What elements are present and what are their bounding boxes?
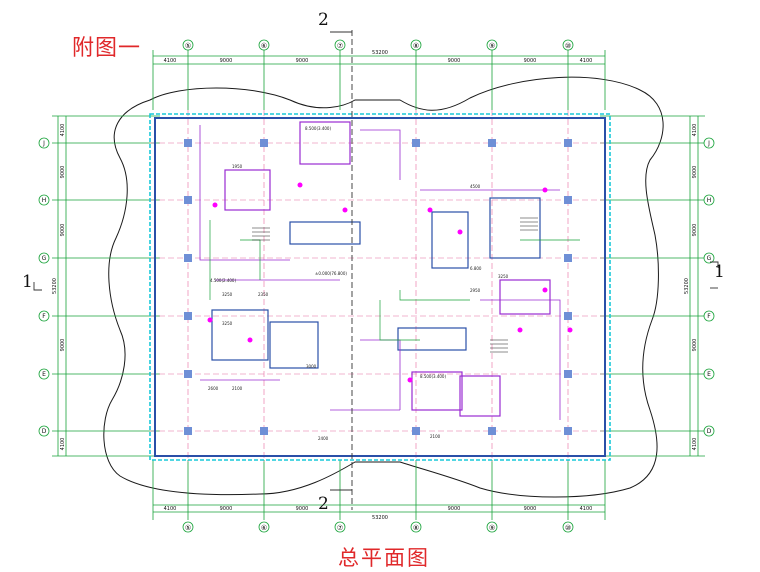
axis-grid — [150, 110, 610, 462]
grid-col-10-top: ⑩ — [565, 42, 571, 50]
grid-col-7-bottom: ⑦ — [337, 524, 343, 532]
green-annotation-lines — [209, 220, 580, 341]
section-mark-top: 2 — [318, 10, 329, 30]
grid-row-D-left: D — [42, 428, 47, 435]
dim-top-6: 4100 — [580, 58, 593, 64]
grid-col-7-top: ⑦ — [337, 42, 343, 50]
dim-left-2: 9000 — [60, 166, 66, 179]
dim-left-5: 4100 — [60, 438, 66, 451]
dim-bottom-1: 4100 — [164, 506, 177, 512]
dim-left-1: 4100 — [60, 124, 66, 137]
label-15: 2100 — [430, 434, 441, 439]
grid-col-9-bottom: ⑨ — [489, 524, 495, 532]
columns — [184, 139, 572, 435]
label-1: 8.500(3.400) — [305, 126, 331, 131]
grid-row-D-right: D — [707, 428, 712, 435]
dim-right-2: 9000 — [692, 166, 698, 179]
figure-label: 附图一 — [72, 36, 142, 61]
label-17: 3250 — [498, 274, 509, 279]
side-dimension-chains — [52, 115, 705, 457]
grid-row-F-right: F — [707, 313, 711, 320]
core-walls — [211, 121, 551, 417]
dim-bottom-2: 9000 — [220, 506, 233, 512]
dim-top-3: 9000 — [296, 58, 309, 64]
grid-row-J-left: J — [42, 140, 45, 147]
section-mark-bottom: 2 — [318, 494, 329, 514]
grid-col-6-top: ⑥ — [261, 42, 267, 50]
dim-right-5: 4100 — [692, 438, 698, 451]
grid-col-8-top: ⑧ — [413, 42, 419, 50]
partitions — [199, 125, 561, 420]
exterior-wall — [154, 117, 606, 457]
grid-row-F-left: F — [42, 313, 46, 320]
grid-row-E-left: E — [42, 371, 46, 378]
label-7: 2350 — [258, 292, 269, 297]
grid-col-10-bottom: ⑩ — [565, 524, 571, 532]
dim-left-3: 9000 — [60, 224, 66, 237]
grid-row-J-right: J — [707, 140, 710, 147]
dim-top-total: 53200 — [372, 50, 388, 56]
label-4: 6.800 — [470, 266, 482, 271]
grid-row-G-left: G — [42, 255, 47, 262]
dim-bottom-total: 53200 — [372, 515, 388, 521]
section-1-ticks — [33, 31, 719, 491]
dim-top-1: 4100 — [164, 58, 177, 64]
dim-top-4: 9000 — [448, 58, 461, 64]
label-8: 1950 — [232, 164, 243, 169]
dim-bottom-4: 9000 — [448, 506, 461, 512]
dim-top-2: 9000 — [220, 58, 233, 64]
label-11: 2950 — [470, 288, 481, 293]
grid-col-5-bottom: ⑤ — [185, 524, 191, 532]
dim-bottom-5: 9000 — [524, 506, 537, 512]
door-markers — [207, 182, 573, 383]
site-outline — [103, 76, 664, 498]
dim-top-5: 9000 — [524, 58, 537, 64]
label-12: 2100 — [232, 386, 243, 391]
grid-col-5-top: ⑤ — [185, 42, 191, 50]
label-9: 3000 — [306, 364, 317, 369]
label-16: 3250 — [222, 321, 233, 326]
label-14: 2400 — [318, 436, 329, 441]
section-mark-left: 1 — [22, 272, 33, 292]
slab-edge — [149, 113, 611, 461]
section-mark-right: 1 — [714, 262, 725, 282]
grid-row-H-right: H — [707, 197, 712, 204]
label-10: 4500 — [470, 184, 481, 189]
dim-left-total: 53200 — [52, 278, 58, 294]
dim-right-1: 4100 — [692, 124, 698, 137]
stair-hatch — [252, 217, 538, 353]
top-dimension-chain — [152, 50, 606, 110]
figure-caption: 总平面图 — [338, 546, 430, 570]
dim-left-4: 9000 — [60, 339, 66, 352]
grid-row-G-right: G — [707, 255, 712, 262]
grid-row-E-right: E — [707, 371, 711, 378]
grid-col-6-bottom: ⑥ — [261, 524, 267, 532]
label-6: 3250 — [222, 292, 233, 297]
label-5: ±0.000(76.800) — [315, 271, 347, 276]
label-3: 4.500(2.400) — [210, 278, 236, 283]
bottom-dimension-chain — [152, 460, 606, 520]
label-13: 2600 — [208, 386, 219, 391]
dim-right-total: 53200 — [684, 278, 690, 294]
label-2: 8.500(3.400) — [420, 374, 446, 379]
grid-col-9-top: ⑨ — [489, 42, 495, 50]
dim-bottom-3: 9000 — [296, 506, 309, 512]
dim-right-3: 9000 — [692, 224, 698, 237]
grid-row-H-left: H — [42, 197, 47, 204]
dim-bottom-6: 4100 — [580, 506, 593, 512]
grid-col-8-bottom: ⑧ — [413, 524, 419, 532]
dim-right-4: 9000 — [692, 339, 698, 352]
